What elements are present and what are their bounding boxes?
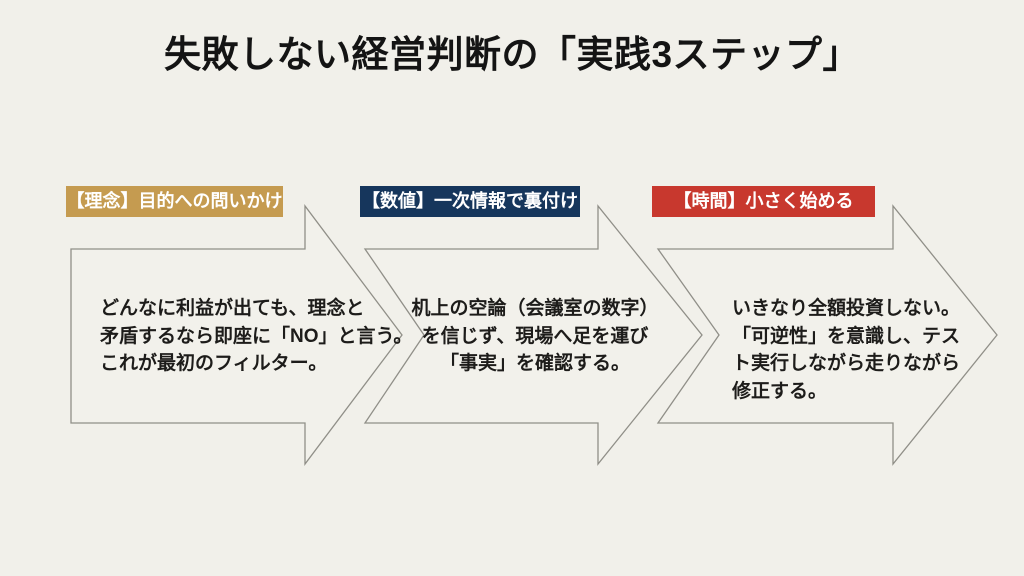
step-2-text-line-2: を信じず、現場へ足を運び <box>421 325 649 347</box>
step-1-badge: 【理念】目的への問いかけ <box>66 186 283 217</box>
step-arrow-3-shape <box>656 204 998 466</box>
slide-title: 失敗しない経営判断の「実践3ステップ」 <box>163 34 861 75</box>
step-3-text-line-4: 修正する。 <box>732 380 828 402</box>
step-1-text-line-1: どんなに利益が出ても、理念と <box>100 298 365 319</box>
step-3-text-line-2: 「可逆性」を意識し、テス <box>732 325 961 347</box>
step-3-text-line-3: ト実行しながら走りながら <box>732 353 961 374</box>
step-1-text: どんなに利益が出ても、理念と 矛盾するなら即座に「NO」と言う。 これが最初のフ… <box>100 295 413 378</box>
step-arrow-2-shape <box>363 204 703 466</box>
step-3-text-line-1: いきなり全額投資しない。 <box>732 298 961 319</box>
step-3-text: いきなり全額投資しない。 「可逆性」を意識し、テス ト実行しながら走りながら 修… <box>732 295 972 405</box>
step-2-text-line-1: 机上の空論（会議室の数字） <box>411 298 659 319</box>
step-1-text-line-3: これが最初のフィルター。 <box>100 353 328 374</box>
step-1-text-line-2: 矛盾するなら即座に「NO」と言う。 <box>100 325 413 347</box>
step-3-badge: 【時間】小さく始める <box>652 186 875 217</box>
step-arrow-1-shape <box>70 204 403 466</box>
step-2-text: 机上の空論（会議室の数字） を信じず、現場へ足を運び 「事実」を確認する。 <box>383 295 687 378</box>
step-2-text-line-3: 「事実」を確認する。 <box>439 353 630 374</box>
step-2-badge: 【数値】一次情報で裏付け <box>360 186 580 217</box>
